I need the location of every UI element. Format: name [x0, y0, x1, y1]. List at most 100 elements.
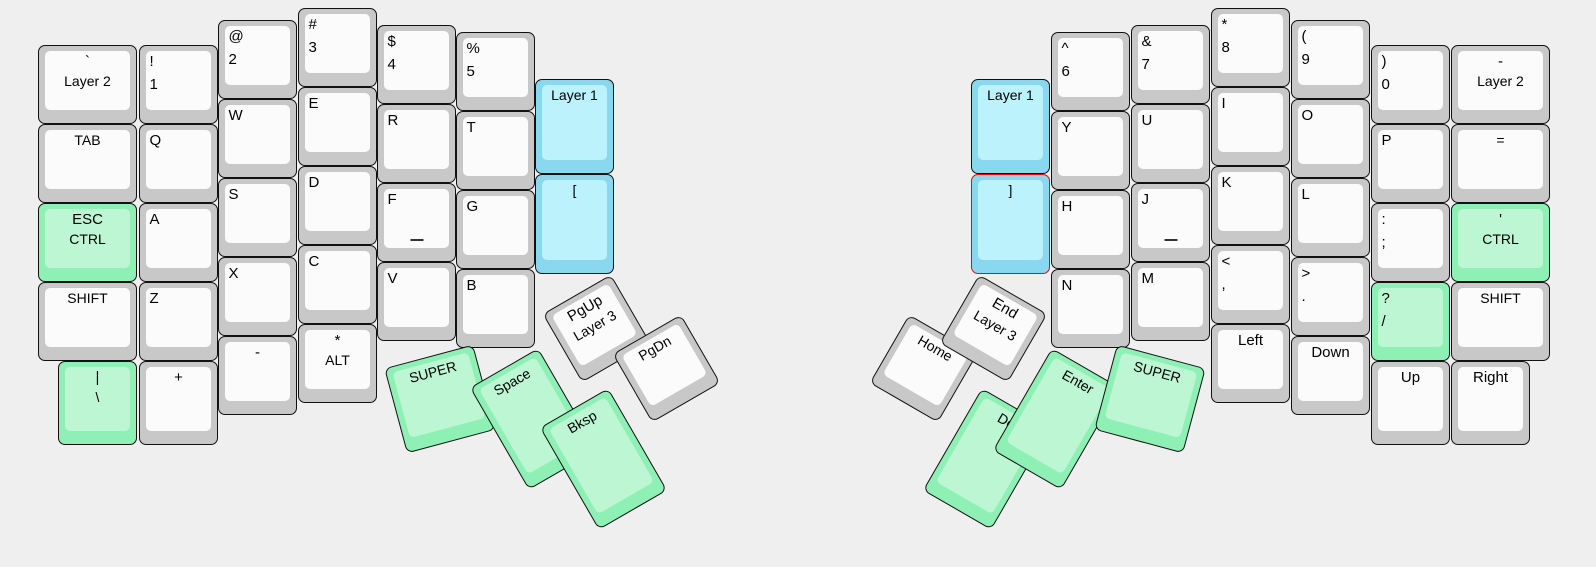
key-right-i[interactable]: I [1211, 87, 1290, 166]
keycap-surface: H [1058, 196, 1123, 255]
key-right-layer1[interactable]: Layer 1 [971, 79, 1050, 174]
legend-bot: 7 [1141, 56, 1150, 73]
key-left-q[interactable]: Q [139, 124, 218, 203]
key-right-down[interactable]: Down [1291, 336, 1370, 415]
key-left-e[interactable]: E [298, 87, 377, 166]
key-left-a[interactable]: A [139, 203, 218, 282]
keycap-surface: ^6 [1058, 38, 1123, 97]
key-left-dollar-4[interactable]: $4 [377, 25, 456, 104]
key-right-h[interactable]: H [1051, 190, 1130, 269]
key-right-p[interactable]: P [1371, 124, 1450, 203]
key-right-equal[interactable]: = [1451, 124, 1550, 203]
key-right-rbracket[interactable]: ] [971, 174, 1050, 274]
key-left-z[interactable]: Z [139, 282, 218, 361]
key-right-ast-8[interactable]: *8 [1211, 8, 1290, 87]
key-right-lparen-9[interactable]: (9 [1291, 20, 1370, 99]
key-left-hash-3[interactable]: #3 [298, 8, 377, 87]
legend-top: < [1221, 253, 1231, 270]
legend-top: E [308, 95, 319, 112]
key-left-tab[interactable]: TAB [38, 124, 137, 203]
legend-top: @ [228, 28, 244, 45]
keycap-surface: SUPER [392, 352, 486, 439]
key-left-minus[interactable]: - [218, 336, 297, 415]
key-right-m[interactable]: M [1131, 262, 1210, 341]
key-left-at-2[interactable]: @2 [218, 20, 297, 99]
keycap-surface: 'CTRL [1458, 209, 1543, 268]
key-right-super[interactable]: SUPER [1094, 344, 1206, 454]
key-right-rparen-0[interactable]: )0 [1371, 45, 1450, 124]
key-left-b[interactable]: B [456, 269, 535, 348]
keycap-surface: M [1138, 268, 1203, 327]
legend-top: L [1301, 186, 1310, 203]
key-right-quote-ctrl[interactable]: 'CTRL [1451, 203, 1550, 282]
key-right-n[interactable]: N [1051, 269, 1130, 348]
key-left-excl-1[interactable]: !1 [139, 45, 218, 124]
legend-top: O [1301, 107, 1314, 124]
key-left-layer2-grave[interactable]: `Layer 2 [38, 45, 137, 124]
key-right-shift[interactable]: SHIFT [1451, 282, 1550, 361]
keycap-surface: Z [146, 288, 211, 347]
key-right-k[interactable]: K [1211, 166, 1290, 245]
key-right-j[interactable]: J [1131, 183, 1210, 262]
key-right-gt-period[interactable]: >. [1291, 257, 1370, 336]
key-left-pct-5[interactable]: %5 [456, 32, 535, 111]
key-right-amp-7[interactable]: &7 [1131, 25, 1210, 104]
legend-mid: Layer 2 [64, 73, 111, 89]
key-left-d[interactable]: D [298, 166, 377, 245]
legend-bot: / [1381, 313, 1386, 330]
key-left-r[interactable]: R [377, 104, 456, 183]
legend-mid: SUPER [407, 357, 459, 386]
legend-top: ! [149, 53, 154, 70]
key-left-f[interactable]: F [377, 183, 456, 262]
keycap-surface: `Layer 2 [45, 51, 130, 110]
keycap-surface: P [1378, 130, 1443, 189]
key-left-w[interactable]: W [218, 99, 297, 178]
key-left-lbracket[interactable]: [ [535, 174, 614, 274]
key-left-s[interactable]: S [218, 178, 297, 257]
key-right-y[interactable]: Y [1051, 111, 1130, 190]
keycap-surface: N [1058, 275, 1123, 334]
legend-bot: 9 [1301, 51, 1310, 68]
key-left-c[interactable]: C [298, 245, 377, 324]
legend-mid: \ [95, 389, 100, 405]
key-left-g[interactable]: G [456, 190, 535, 269]
homing-bar-indicator [410, 239, 423, 241]
legend-mid: Space [490, 364, 534, 399]
legend-top: ' [1499, 211, 1502, 228]
key-right-up[interactable]: Up [1371, 361, 1450, 445]
key-left-pipe-bslash[interactable]: |\ [58, 361, 137, 445]
keycap-surface: (9 [1298, 26, 1363, 85]
keycap-surface: TAB [45, 130, 130, 189]
key-right-l[interactable]: L [1291, 178, 1370, 257]
legend-mid: Enter [1059, 366, 1097, 398]
legend-top: ( [1301, 28, 1307, 45]
legend-top: - [1498, 53, 1503, 70]
key-right-left[interactable]: Left [1211, 324, 1290, 403]
key-left-plus[interactable]: + [139, 361, 218, 445]
keycap-surface: J [1138, 189, 1203, 248]
key-right-right[interactable]: Right [1451, 361, 1530, 445]
legend-top: F [387, 191, 397, 208]
legend-top: ) [1381, 53, 1387, 70]
legend-top: ^ [1061, 40, 1069, 57]
key-left-t[interactable]: T [456, 111, 535, 190]
keycap-surface: O [1298, 105, 1363, 164]
key-right-u[interactable]: U [1131, 104, 1210, 183]
key-left-x[interactable]: X [218, 257, 297, 336]
key-right-caret-6[interactable]: ^6 [1051, 32, 1130, 111]
key-left-alt[interactable]: *ALT [298, 324, 377, 403]
key-left-shift[interactable]: SHIFT [38, 282, 137, 361]
key-right-question-slash[interactable]: ?/ [1371, 282, 1450, 361]
keycap-surface: T [463, 117, 528, 176]
legend-top: Q [149, 132, 162, 149]
keycap-surface: I [1218, 93, 1283, 152]
key-right-lt-comma[interactable]: <, [1211, 245, 1290, 324]
key-left-v[interactable]: V [377, 262, 456, 341]
key-right-colon-semi[interactable]: :; [1371, 203, 1450, 282]
key-right-minus-layer2[interactable]: -Layer 2 [1451, 45, 1550, 124]
key-right-o[interactable]: O [1291, 99, 1370, 178]
legend-bot: 2 [228, 51, 237, 68]
keycap-surface: X [225, 263, 290, 322]
key-left-layer1[interactable]: Layer 1 [535, 79, 614, 174]
